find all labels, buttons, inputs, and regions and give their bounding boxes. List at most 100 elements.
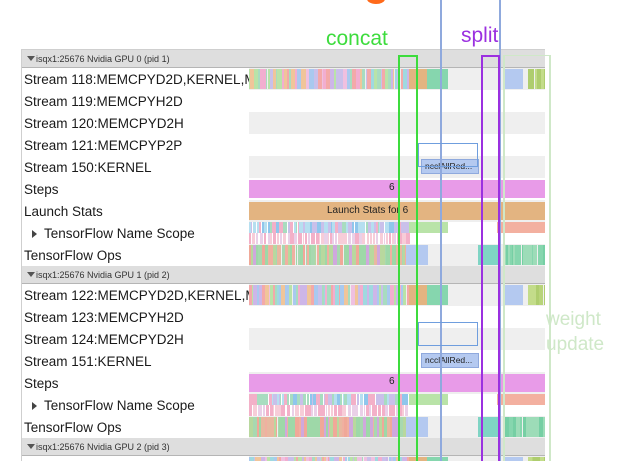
timeline-block[interactable] [338,457,343,461]
timeline-block[interactable] [249,233,251,244]
timeline-block[interactable] [267,417,272,437]
timeline-block[interactable] [251,245,253,265]
timeline-block[interactable] [250,457,254,461]
timeline-block[interactable] [293,222,296,233]
timeline-block[interactable] [337,394,341,405]
timeline-block[interactable] [401,245,404,265]
timeline-block[interactable] [276,394,279,405]
timeline-block[interactable] [377,285,379,305]
timeline-block[interactable] [375,285,377,305]
timeline-block[interactable] [382,69,386,89]
timeline-block[interactable] [264,222,268,233]
timeline-block[interactable] [392,417,394,437]
timeline-block[interactable] [315,417,320,437]
timeline-block[interactable] [394,222,398,233]
timeline-block[interactable] [314,394,317,405]
timeline-block[interactable] [497,222,545,233]
timeline-block[interactable] [295,417,299,437]
timeline-block[interactable] [291,69,295,89]
timeline-block[interactable] [307,245,309,265]
timeline-block[interactable] [389,233,392,244]
timeline-block[interactable] [349,417,353,437]
timeline-block[interactable] [511,245,514,265]
timeline-block[interactable] [319,233,321,244]
timeline-block[interactable] [288,417,292,437]
timeline-block[interactable] [347,457,350,461]
timeline-block[interactable] [316,222,321,233]
timeline-block[interactable] [365,245,368,265]
timeline-block[interactable] [385,233,388,244]
timeline-block[interactable] [249,405,252,416]
timeline-block[interactable] [300,69,305,89]
timeline-block[interactable] [380,285,384,305]
timeline-block[interactable] [285,285,289,305]
timeline-block[interactable] [330,457,335,461]
row-track[interactable]: 6 [249,372,545,394]
timeline-block[interactable] [316,457,321,461]
collapse-triangle-icon[interactable] [27,444,35,449]
timeline-block[interactable] [539,417,544,437]
timeline-block[interactable] [383,394,387,405]
row-track[interactable] [249,134,545,156]
timeline-block[interactable] [275,405,278,416]
timeline-block[interactable] [347,222,352,233]
row-track[interactable]: ncclAllRed... [249,350,545,372]
timeline-block[interactable] [299,394,303,405]
timeline-block[interactable] [398,457,402,461]
timeline-block[interactable] [306,417,309,437]
timeline-block[interactable] [277,417,280,437]
timeline-block[interactable] [319,417,324,437]
timeline-row[interactable]: Stream 121:MEMCPYP2P [22,134,545,156]
timeline-block[interactable] [252,245,257,265]
timeline-block[interactable] [262,285,264,305]
timeline-block[interactable] [280,394,282,405]
timeline-block[interactable] [258,405,263,416]
timeline-block[interactable] [427,457,448,461]
timeline-block[interactable] [306,69,309,89]
timeline-block[interactable] [259,233,263,244]
timeline-block[interactable] [326,457,328,461]
timeline-block[interactable] [351,394,355,405]
timeline-block[interactable] [336,69,341,89]
timeline-row[interactable]: Stream 118:MEMCPYD2D,KERNEL,ME [22,68,545,90]
timeline-block[interactable] [330,233,332,244]
timeline-block[interactable] [359,285,364,305]
timeline-block[interactable] [356,405,359,416]
timeline-block[interactable] [308,69,313,89]
timeline-block[interactable] [257,245,262,265]
timeline-block[interactable] [383,417,387,437]
timeline-block[interactable] [399,233,402,244]
timeline-block[interactable] [535,417,540,437]
timeline-block[interactable] [273,457,278,461]
timeline-block[interactable] [273,245,277,265]
timeline-block[interactable] [369,394,373,405]
timeline-block[interactable] [249,457,251,461]
timeline-block[interactable] [371,69,374,89]
timeline-block[interactable] [302,394,307,405]
timeline-block[interactable] [306,457,309,461]
timeline-row[interactable]: Stream 123:MEMCPYH2D [22,306,545,328]
timeline-block[interactable] [407,69,411,89]
timeline-block[interactable] [315,245,317,265]
timeline-block[interactable] [286,394,290,405]
timeline-block[interactable] [374,417,378,437]
timeline-block[interactable] [320,222,325,233]
timeline-block[interactable] [394,285,396,305]
timeline-block[interactable] [329,457,331,461]
timeline-block[interactable] [369,245,371,265]
timeline-block[interactable] [297,222,299,233]
timeline-block[interactable] [304,417,307,437]
timeline-block[interactable] [392,233,394,244]
timeline-block[interactable] [280,233,282,244]
timeline-block[interactable] [370,233,372,244]
row-label[interactable]: TensorFlow Ops [22,244,249,266]
timeline-block[interactable] [306,285,311,305]
row-label[interactable]: Stream 118:MEMCPYD2D,KERNEL,ME [22,68,249,90]
timeline-block[interactable] [334,233,337,244]
timeline-block[interactable] [510,245,512,265]
timeline-block[interactable] [392,69,395,89]
timeline-block[interactable] [361,69,366,89]
timeline-block[interactable] [319,245,322,265]
timeline-block[interactable] [327,394,333,405]
timeline-block[interactable] [293,233,297,244]
